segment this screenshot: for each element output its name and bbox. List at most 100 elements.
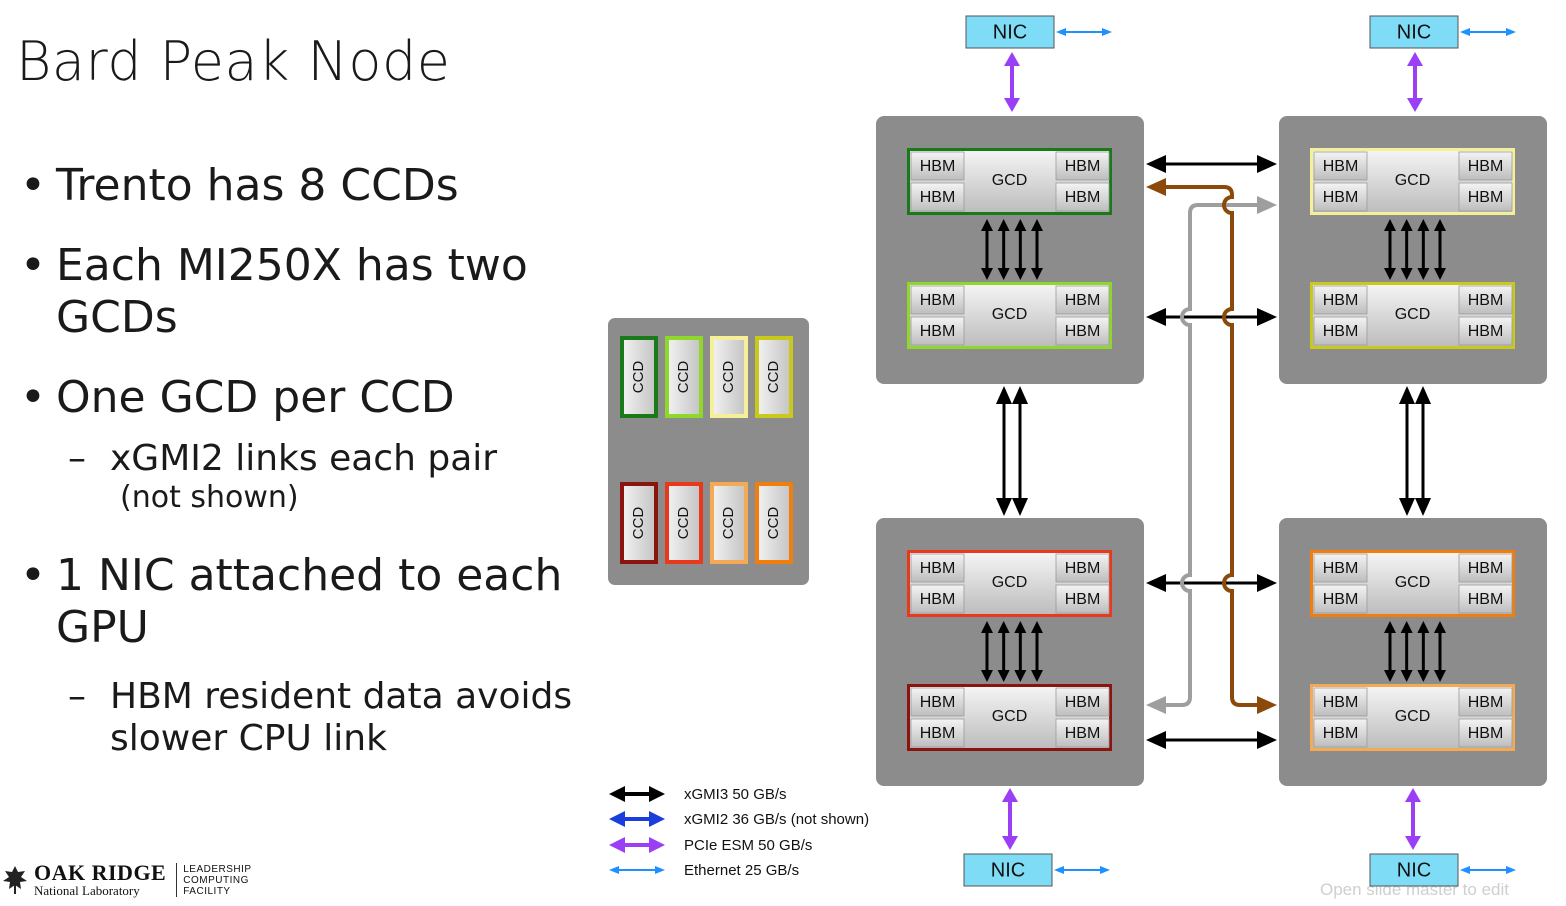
hbm-label: HBM bbox=[1065, 323, 1101, 340]
gcd-label: GCD bbox=[1395, 172, 1431, 189]
hbm-label: HBM bbox=[920, 725, 956, 742]
arrow-head bbox=[1506, 28, 1516, 36]
hbm-stack bbox=[910, 687, 965, 717]
hbm-label: HBM bbox=[1323, 591, 1359, 608]
arrow-head bbox=[1400, 268, 1413, 280]
arrow-head bbox=[1054, 866, 1064, 874]
hbm-label: HBM bbox=[920, 158, 956, 175]
gcd-cross-link bbox=[1180, 213, 1192, 697]
hbm-stack bbox=[1313, 151, 1368, 181]
arrow-head bbox=[649, 786, 665, 802]
hbm-label: HBM bbox=[1323, 323, 1359, 340]
nic-label: NIC bbox=[1397, 859, 1431, 881]
arrow-head bbox=[1407, 98, 1423, 112]
arrow-head bbox=[1012, 498, 1028, 516]
hbm-label: HBM bbox=[1468, 560, 1504, 577]
bullet-item: One GCD per CCD bbox=[20, 372, 580, 424]
hbm-stack bbox=[910, 553, 965, 583]
hbm-stack bbox=[1313, 285, 1368, 315]
hbm-stack bbox=[1055, 151, 1110, 181]
arrow-head bbox=[1400, 219, 1413, 231]
arrow-head bbox=[1415, 498, 1431, 516]
oak-leaf-icon bbox=[3, 866, 27, 894]
gcd-cross-link bbox=[1230, 696, 1258, 707]
ccd-die bbox=[714, 486, 744, 560]
gcd-cross-link bbox=[1222, 195, 1234, 697]
arrow-head bbox=[1004, 52, 1020, 66]
hbm-stack bbox=[1458, 316, 1513, 346]
arrow-head bbox=[1417, 268, 1430, 280]
logo-facility-line: COMPUTING bbox=[183, 874, 249, 886]
hbm-stack bbox=[1055, 584, 1110, 614]
hbm-stack bbox=[1313, 182, 1368, 212]
hbm-stack bbox=[1313, 718, 1368, 748]
hbm-stack bbox=[1055, 718, 1110, 748]
arrow-head bbox=[1031, 268, 1043, 280]
arrow-head bbox=[1257, 196, 1277, 214]
logo-subname: National Laboratory bbox=[34, 883, 140, 898]
arrow-head bbox=[1257, 308, 1277, 326]
ccd-die bbox=[759, 340, 789, 414]
arrow-head bbox=[1012, 386, 1028, 404]
sub-bullet-item: HBM resident data avoids slower CPU link bbox=[20, 676, 580, 760]
arrow-head bbox=[1014, 621, 1027, 633]
logo-divider bbox=[176, 863, 178, 897]
arrow-head bbox=[1384, 219, 1396, 231]
arrow-head bbox=[1257, 574, 1277, 592]
hbm-label: HBM bbox=[1323, 189, 1359, 206]
arrow-head bbox=[609, 866, 619, 874]
hbm-label: HBM bbox=[1065, 189, 1101, 206]
arrow-head bbox=[1002, 788, 1018, 802]
arrow-head bbox=[1415, 386, 1431, 404]
arrow-head bbox=[1031, 621, 1043, 633]
arrow-head bbox=[1384, 670, 1396, 682]
hbm-label: HBM bbox=[1065, 694, 1101, 711]
hbm-label: HBM bbox=[1323, 694, 1359, 711]
bullet-item: Each MI250X has two GCDs bbox=[20, 240, 580, 344]
arrow-head bbox=[1257, 696, 1277, 714]
hbm-label: HBM bbox=[1065, 725, 1101, 742]
legend-label-ethernet: Ethernet 25 GB/s bbox=[684, 862, 800, 879]
arrow-head bbox=[1146, 155, 1166, 173]
hbm-stack bbox=[1055, 687, 1110, 717]
arrow-head bbox=[1417, 219, 1430, 231]
hbm-stack bbox=[1313, 687, 1368, 717]
hbm-label: HBM bbox=[920, 292, 956, 309]
hbm-stack bbox=[910, 285, 965, 315]
arrow-head bbox=[996, 498, 1012, 516]
arrow-head bbox=[609, 811, 625, 827]
arrow-head bbox=[981, 670, 993, 682]
arrow-head bbox=[1434, 268, 1446, 280]
bullet-item: 1 NIC attached to each GPU bbox=[20, 550, 580, 654]
hbm-label: HBM bbox=[920, 694, 956, 711]
nic-box bbox=[963, 853, 1053, 887]
arrow-head bbox=[981, 219, 993, 231]
hbm-label: HBM bbox=[1065, 158, 1101, 175]
ccd-label: CCD bbox=[630, 361, 647, 394]
arrow-head bbox=[1146, 178, 1166, 196]
hbm-label: HBM bbox=[1468, 591, 1504, 608]
hbm-label: HBM bbox=[1468, 725, 1504, 742]
arrow-head bbox=[1407, 52, 1423, 66]
nic-label: NIC bbox=[991, 859, 1025, 881]
hbm-stack bbox=[1458, 718, 1513, 748]
ccd-die bbox=[714, 340, 744, 414]
nic-label: NIC bbox=[1397, 21, 1431, 43]
arrow-head bbox=[1146, 696, 1166, 714]
nic-box bbox=[1369, 15, 1459, 49]
gcd-cross-link bbox=[1188, 203, 1258, 214]
hbm-label: HBM bbox=[920, 560, 956, 577]
arrow-head bbox=[1146, 574, 1166, 592]
arrow-head bbox=[997, 670, 1010, 682]
gcd-label: GCD bbox=[992, 306, 1028, 323]
arrow-head bbox=[1031, 219, 1043, 231]
hbm-stack bbox=[1055, 553, 1110, 583]
arrow-head bbox=[1417, 670, 1430, 682]
arrow-head bbox=[1384, 268, 1396, 280]
arrow-head bbox=[1014, 219, 1027, 231]
ccd-die bbox=[624, 340, 654, 414]
bullet-list: Trento has 8 CCDs Each MI250X has two GC… bbox=[20, 160, 580, 760]
legend-label-pcie: PCIe ESM 50 GB/s bbox=[684, 837, 813, 854]
arrow-head bbox=[1400, 621, 1413, 633]
